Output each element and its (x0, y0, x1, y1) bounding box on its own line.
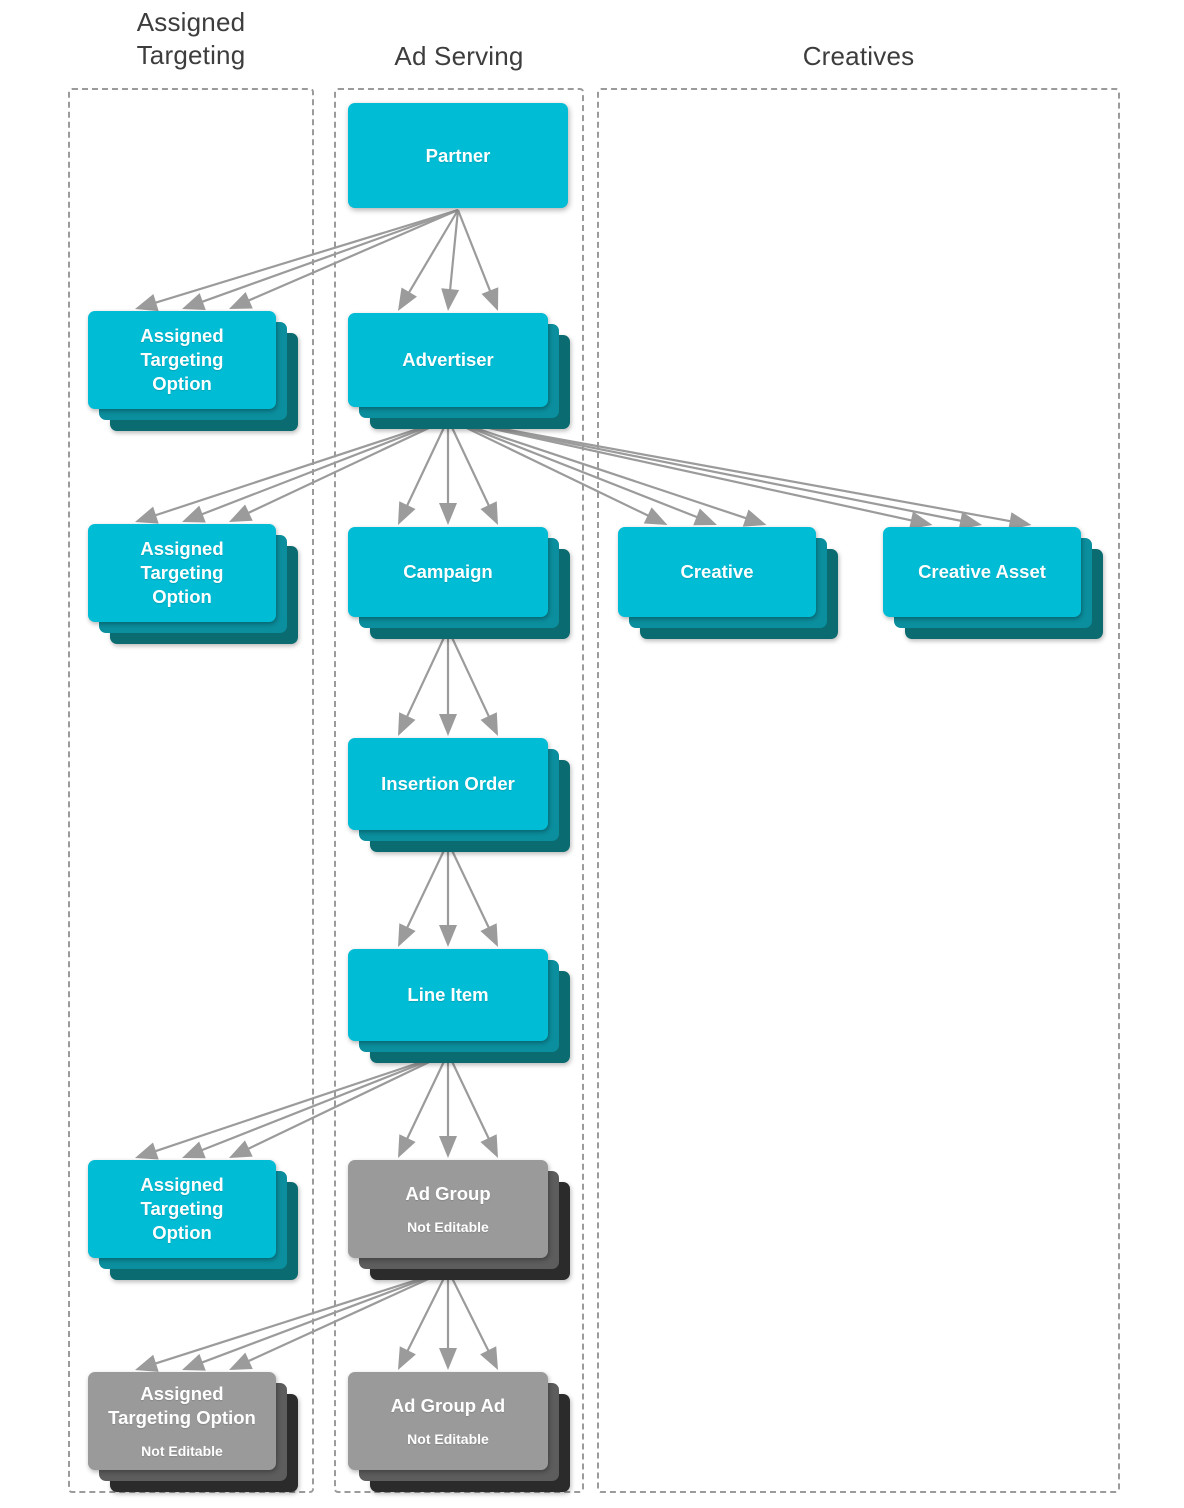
node-face[interactable]: Assigned Targeting Option (88, 311, 276, 409)
node-campaign[interactable]: Campaign (348, 527, 570, 639)
node-title: Line Item (407, 984, 489, 1005)
node-title: Insertion Order (381, 773, 515, 794)
node-title: Assigned Targeting Option (140, 1174, 224, 1243)
node-assigned-targeting-option-2[interactable]: Assigned Targeting Option (88, 524, 298, 644)
node-subtitle: Not Editable (407, 1219, 489, 1235)
column-header-assigned-targeting: Assigned Targeting (136, 7, 246, 70)
node-title: Partner (425, 144, 491, 166)
node-partner[interactable]: Partner (348, 103, 568, 208)
node-face[interactable]: Assigned Targeting Option (88, 1160, 276, 1258)
group-box-assigned-targeting (68, 88, 314, 1493)
node-title: Assigned Targeting Option (140, 325, 224, 394)
node-title: Ad Group Ad (390, 1395, 506, 1416)
node-line-item[interactable]: Line Item (348, 949, 570, 1063)
node-title: Assigned Targeting Option (140, 538, 224, 607)
node-title: Creative (680, 561, 754, 582)
node-title: Ad Group (405, 1183, 491, 1204)
node-advertiser[interactable]: Advertiser (348, 313, 570, 429)
node-face[interactable]: Campaign (348, 527, 548, 617)
node-face[interactable]: Ad Group Ad Not Editable (348, 1372, 548, 1470)
node-insertion-order[interactable]: Insertion Order (348, 738, 570, 852)
node-creative-asset[interactable]: Creative Asset (883, 527, 1103, 639)
node-title: Campaign (403, 561, 493, 582)
node-subtitle: Not Editable (407, 1431, 489, 1447)
node-title: Assigned Targeting Option (108, 1383, 256, 1428)
node-ad-group-ad[interactable]: Ad Group Ad Not Editable (348, 1372, 570, 1492)
column-header-creatives: Creatives (802, 41, 915, 71)
node-subtitle: Not Editable (141, 1443, 223, 1459)
node-face[interactable]: Advertiser (348, 313, 548, 407)
node-title: Advertiser (402, 349, 494, 370)
group-box-creatives (597, 88, 1120, 1493)
node-face[interactable]: Assigned Targeting Option (88, 524, 276, 622)
node-face[interactable]: Creative Asset (883, 527, 1081, 617)
node-face[interactable]: Creative (618, 527, 816, 617)
node-title: Creative Asset (918, 561, 1046, 582)
node-assigned-targeting-option-1[interactable]: Assigned Targeting Option (88, 311, 298, 431)
node-face[interactable]: Insertion Order (348, 738, 548, 830)
node-assigned-targeting-option-3[interactable]: Assigned Targeting Option (88, 1160, 298, 1280)
column-header-ad-serving: Ad Serving (394, 41, 524, 71)
node-creative[interactable]: Creative (618, 527, 838, 639)
node-face[interactable]: Line Item (348, 949, 548, 1041)
node-face[interactable]: Partner (348, 103, 568, 208)
group-box-ad-serving (334, 88, 584, 1493)
